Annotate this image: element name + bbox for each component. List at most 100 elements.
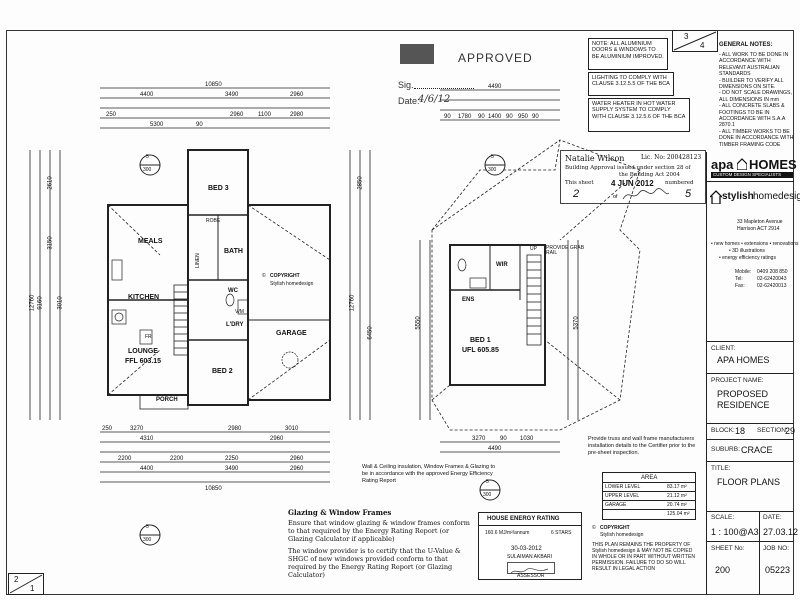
dim-lower-bottom: 3270 bbox=[130, 426, 144, 432]
dim-lower-top: 3490 bbox=[225, 92, 239, 98]
approved-text: APPROVED bbox=[458, 51, 533, 65]
general-note-item: - ALL TIMBER WORKS TO BE DONE IN ACCORDA… bbox=[719, 128, 794, 148]
dim-lower-bottom: 3490 bbox=[225, 466, 239, 472]
sheet-marker-divider-bottom bbox=[8, 573, 44, 595]
apa-home-text: HOMES bbox=[749, 157, 797, 172]
lower-section-marker-bottom: 5 bbox=[146, 524, 149, 530]
copyright-block: © COPYRIGHT Stylish homedesign THIS PLAN… bbox=[588, 524, 700, 590]
dim-upper-top: 90 bbox=[532, 114, 539, 120]
copyright-icon: © bbox=[592, 525, 596, 531]
dim-lower-right: 12760 bbox=[349, 294, 356, 312]
dim-lower-bottom: 4310 bbox=[140, 436, 154, 442]
room-meals: MEALS bbox=[138, 238, 163, 245]
general-note-item: - DO NOT SCALE DRAWINGS, ALL DIMENSIONS … bbox=[719, 90, 792, 103]
certifier-signature bbox=[622, 188, 670, 200]
energy-assessor-role: ASSESSOR bbox=[517, 573, 545, 579]
certifier-lic: Lic. No: 200428123 bbox=[641, 154, 702, 161]
dim-lower-top: 1100 bbox=[258, 112, 271, 118]
stylish-logo-rest: homedesign bbox=[753, 191, 800, 202]
dim-lower-top: 250 bbox=[106, 112, 117, 118]
company-service: • 3D illustrations bbox=[729, 248, 765, 254]
dim-lower-top: 2960 bbox=[230, 112, 244, 118]
copyright-icon: © bbox=[262, 273, 266, 279]
section-label: SECTION: bbox=[757, 427, 788, 434]
dim-upper-top: 90 bbox=[444, 114, 451, 120]
dim-upper-right: 5370 bbox=[573, 316, 580, 330]
energy-title: HOUSE ENERGY RATING bbox=[487, 516, 560, 522]
dim-lower-left: 12760 bbox=[29, 294, 36, 312]
suburb-row: SUBURB: CRACE bbox=[707, 440, 794, 462]
general-notes-list: - ALL WORK TO BE DONE IN ACCORDANCE WITH… bbox=[719, 52, 797, 148]
lower-copyright: © COPYRIGHT Stylish homedesign bbox=[262, 272, 328, 292]
room-ufl: UFL 605.85 bbox=[462, 347, 499, 354]
block-label: BLOCK: bbox=[711, 427, 735, 434]
certifier-line1: Building Approval issued under section 2… bbox=[565, 165, 691, 171]
dim-upper-bottom: 1030 bbox=[520, 436, 534, 442]
glazing-para1: Ensure that window glazing & window fram… bbox=[288, 519, 470, 543]
section-value: 29 bbox=[785, 426, 796, 436]
client-row: CLIENT: APA HOMES bbox=[707, 342, 794, 374]
title-value: FLOOR PLANS bbox=[717, 477, 781, 487]
sheet-no-label: SHEET No: bbox=[711, 545, 745, 552]
room-wc: WC bbox=[228, 288, 238, 294]
area-table: AREA LOWER LEVEL 83.17 m² UPPER LEVEL 21… bbox=[602, 472, 696, 520]
wall-insulation-note: Wall & Ceiling insulation, Window Frames… bbox=[362, 464, 496, 484]
job-no-value: 05223 bbox=[765, 565, 791, 575]
certifier-sheet-num: 2 bbox=[573, 188, 580, 200]
certifier-total: 5 bbox=[685, 188, 692, 200]
sheet-number-bottom: 2 1 bbox=[8, 573, 44, 595]
energy-stars: 6 STARS bbox=[551, 530, 572, 536]
dim-lower-bottom: 2200 bbox=[170, 456, 184, 462]
company-row: stylish homedesign 33 Mapleton Avenue Ha… bbox=[707, 182, 800, 342]
dim-lower-bottom: 2960 bbox=[270, 436, 284, 442]
glazing-title: Glazing & Window Frames bbox=[288, 508, 392, 517]
dim-upper-top: 1780 bbox=[458, 114, 472, 120]
certifier-line2: the Building Act 2004 bbox=[619, 172, 680, 178]
dim-lower-bottom: 250 bbox=[102, 426, 113, 432]
sheet-top-total: 4 bbox=[700, 41, 705, 50]
room-ldry: L'DRY bbox=[226, 322, 244, 328]
room-bath: BATH bbox=[224, 248, 243, 255]
sheet-marker-divider bbox=[672, 30, 718, 52]
general-note-item: - ALL CONCRETE SLABS & FOOTINGS TO BE IN… bbox=[719, 103, 786, 129]
note-aluminium: NOTE: ALL ALUMINIUM DOORS & WINDOWS TO B… bbox=[588, 38, 668, 70]
stair-up: UP bbox=[530, 246, 537, 252]
dim-lower-top: 2980 bbox=[290, 112, 304, 118]
room-bed3: BED 3 bbox=[208, 185, 229, 192]
dim-upper-top: 90 bbox=[506, 114, 513, 120]
general-note-item: - BUILDER TO VERIFY ALL DIMENSIONS ON SI… bbox=[719, 77, 784, 91]
room-porch: PORCH bbox=[156, 397, 178, 403]
dim-lower-left: 9160 bbox=[37, 296, 44, 310]
dim-upper-top: 1400 bbox=[488, 114, 502, 120]
lower-vm: V/M bbox=[235, 309, 244, 315]
area-total: 125.04 m² bbox=[667, 511, 690, 517]
stamp-date-value: 4/6/12 bbox=[418, 94, 451, 105]
dim-lower-bottom: 2250 bbox=[225, 456, 239, 462]
room-lounge: LOUNGE bbox=[128, 348, 158, 355]
lower-robe: ROBE bbox=[206, 218, 221, 224]
note-water-heater: WATER HEATER IN HOT WATER SUPPLY SYSTEM … bbox=[588, 98, 690, 132]
title-block: apa HOMES CUSTOM DESIGN SPECIALISTS styl… bbox=[706, 152, 800, 595]
lower-section-sub-top: 300 bbox=[143, 167, 152, 173]
upper-section-marker-b: 5 bbox=[486, 479, 489, 485]
dim-upper-top: 90 bbox=[478, 114, 485, 120]
suburb-value: CRACE bbox=[741, 445, 773, 455]
apa-tagline: CUSTOM DESIGN SPECIALISTS bbox=[713, 171, 782, 177]
area-row: UPPER LEVEL 21.12 m² bbox=[603, 492, 695, 501]
dim-upper-bottom: 3270 bbox=[472, 436, 486, 442]
project-row: PROJECT NAME: PROPOSED RESIDENCE bbox=[707, 374, 794, 424]
grab-rail-note: PROVIDE GRAB RAIL bbox=[546, 245, 585, 256]
apa-logo-text: apa bbox=[711, 157, 734, 172]
block-value: 18 bbox=[735, 426, 746, 436]
room-ffl: FFL 603.15 bbox=[125, 358, 162, 365]
glazing-para2: The window provider is to certify that t… bbox=[288, 547, 461, 579]
lower-section-marker-top: 5 bbox=[146, 154, 149, 160]
scale-date-row: SCALE: 1 : 100@A3 DATE: 27.03.12 bbox=[707, 512, 798, 542]
project-line2: RESIDENCE bbox=[717, 400, 770, 410]
mobile-label: Mobile: bbox=[735, 269, 752, 275]
scale-label: SCALE: bbox=[711, 514, 735, 521]
dim-lower-bottom: 2960 bbox=[290, 456, 304, 462]
sheet-bottom-total: 1 bbox=[30, 584, 35, 593]
